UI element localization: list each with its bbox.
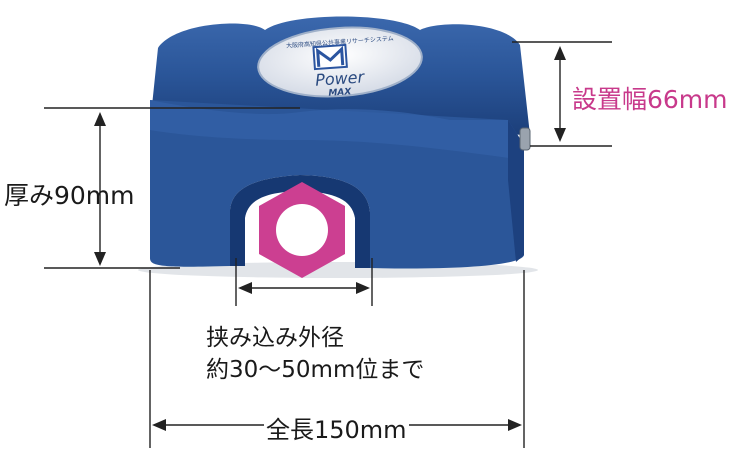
badge-brand-power: Power [315,67,367,89]
dimension-arrowheads [94,46,566,431]
length-label: 全長150mm [264,410,409,445]
width-label: 設置幅66mm [572,85,728,114]
clamp-diameter-label: 挟み込み外径 [206,325,344,351]
badge-brand-max: MAX [328,87,353,99]
dimension-lines [44,41,612,448]
thickness-label: 厚み90mm [4,181,135,210]
clamp-range-label: 約30～50mm位まで [206,357,425,383]
powermax-logo-icon: 大阪府高知県公共事業リサーチシステム Power MAX [257,26,423,99]
hexagon-nut-icon [259,182,345,278]
